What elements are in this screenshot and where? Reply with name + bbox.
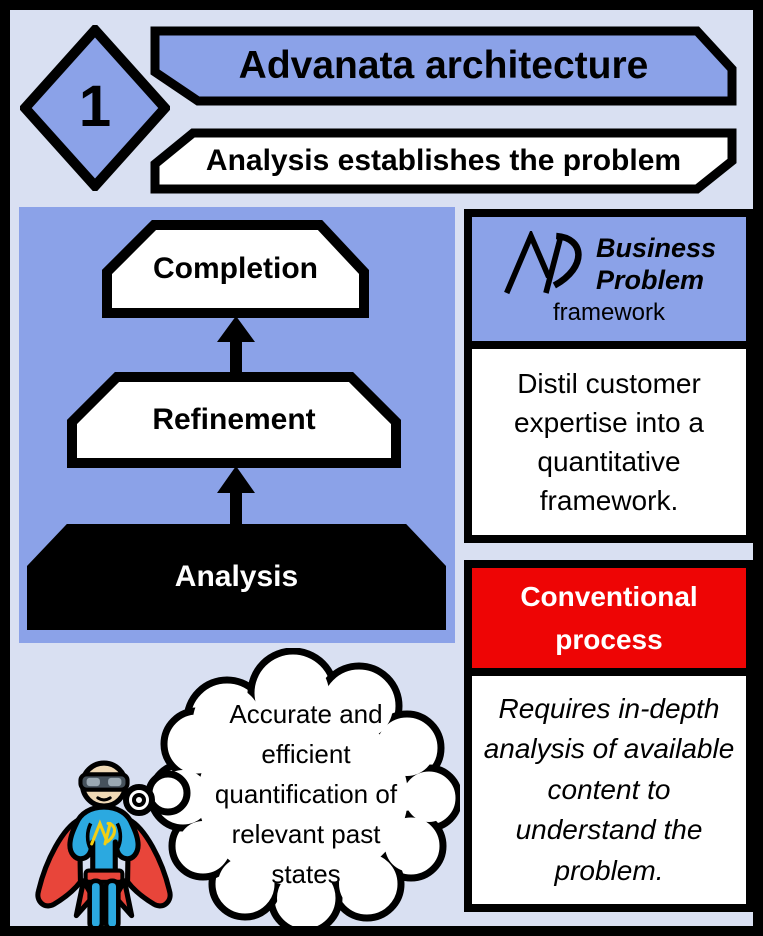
step-number: 1 xyxy=(78,73,112,139)
mouth xyxy=(96,796,112,802)
subtitle-banner-shape-icon xyxy=(150,128,737,194)
conventional-header-label: Conventional process xyxy=(520,580,698,655)
title-banner-label: Advanata architecture xyxy=(238,44,649,87)
conventional-box: Conventional process Requires in-depth a… xyxy=(464,560,754,912)
ad-logo-icon xyxy=(504,231,582,295)
pyramid-panel: Completion Refinement Analysis xyxy=(19,207,455,643)
thought-bubble-cloud xyxy=(147,648,460,933)
legs xyxy=(87,878,121,932)
subtitle-banner: Analysis establishes the problem xyxy=(150,128,737,194)
up-arrow-icon xyxy=(217,316,255,374)
superhero-character xyxy=(35,760,173,932)
bubble-line: quantification of xyxy=(214,779,398,809)
brand-subtitle: framework xyxy=(552,299,666,326)
brand-name: Business Problem xyxy=(596,232,716,297)
title-banner: Advanata architecture xyxy=(150,26,737,106)
stage-shape-icon xyxy=(102,220,369,318)
bubble-line: Accurate and xyxy=(229,699,383,729)
stage-shape-icon xyxy=(67,372,401,468)
title-banner-shape-icon xyxy=(150,26,737,106)
brand-line1: Business xyxy=(595,232,717,263)
bubble-line: relevant past xyxy=(231,819,381,849)
bubble-line: efficient xyxy=(261,739,351,769)
bubble-line: states xyxy=(271,859,341,889)
stage-refinement-label: Refinement xyxy=(152,403,316,436)
ad-logo-chest-icon xyxy=(90,819,117,846)
thought-bubble-text: Accurate and efficient quantification of… xyxy=(178,694,434,894)
stage-analysis: Analysis xyxy=(27,524,446,630)
brand-line2: Problem xyxy=(595,265,704,295)
framework-box-header: Business Problem framework xyxy=(472,217,746,341)
framework-box-body: Distil customer expertise into a quantit… xyxy=(472,349,746,535)
stage-completion-label: Completion xyxy=(153,252,318,285)
stage-completion: Completion xyxy=(102,220,369,318)
brand-row: Business Problem xyxy=(502,231,716,297)
thought-trail-bubbles-icon xyxy=(123,770,191,816)
up-arrow-icon xyxy=(217,466,255,526)
diamond-shape-icon xyxy=(20,25,170,191)
stage-refinement: Refinement xyxy=(67,372,401,468)
subtitle-banner-label: Analysis establishes the problem xyxy=(205,144,682,177)
stage-analysis-label: Analysis xyxy=(174,560,299,593)
conventional-box-body: Requires in-depth analysis of available … xyxy=(472,676,746,904)
step-number-diamond: 1 xyxy=(20,25,170,191)
stage-shape-icon xyxy=(27,524,446,630)
goggles-icon xyxy=(78,772,130,792)
conventional-box-header: Conventional process xyxy=(472,568,746,668)
framework-box: Business Problem framework Distil custom… xyxy=(464,209,754,543)
